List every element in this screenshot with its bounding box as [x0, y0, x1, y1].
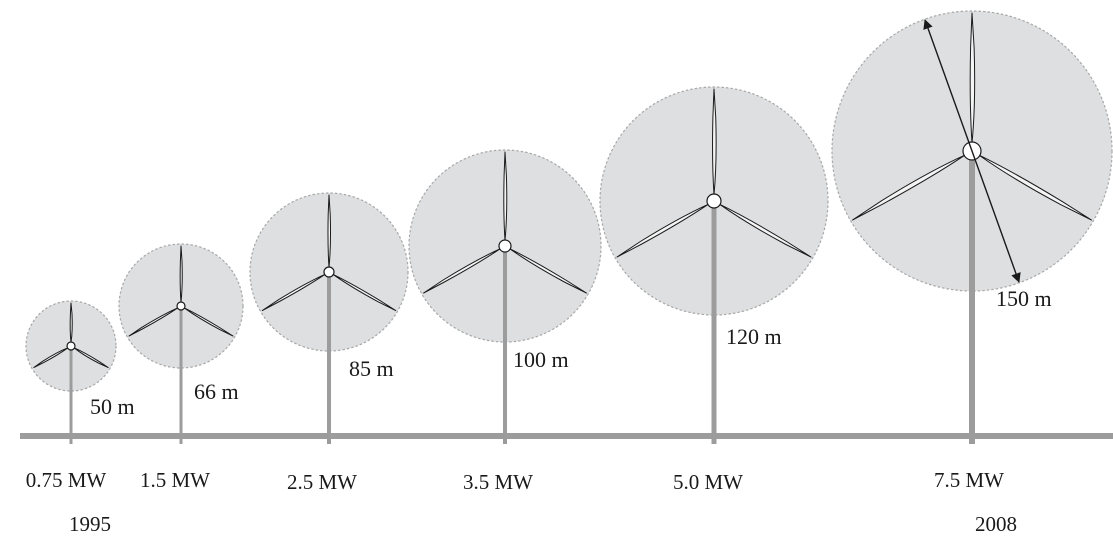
tower-5 [969, 151, 975, 444]
power-label-1: 1.5 MW [140, 468, 210, 492]
ground-line [20, 433, 1113, 439]
blade-3-1 [423, 248, 501, 294]
power-label-2: 2.5 MW [287, 470, 357, 494]
year-end-label: 2008 [975, 512, 1017, 536]
blade-0-0 [69, 302, 73, 343]
blade-3-0 [503, 151, 508, 242]
blade-2-1 [261, 273, 326, 311]
diameter-label-2: 85 m [349, 356, 394, 381]
power-label-5: 7.5 MW [934, 468, 1004, 492]
diameter-label-3: 100 m [513, 347, 569, 372]
blade-4-0 [712, 88, 717, 196]
year-start-label: 1995 [69, 512, 111, 536]
turbine-3 [408, 149, 602, 444]
tower-3 [503, 246, 507, 444]
diameter-arrow [923, 19, 1021, 283]
hub-1 [176, 301, 186, 311]
blade-2-0 [327, 194, 331, 268]
tower-1 [179, 306, 183, 444]
power-label-0: 0.75 MW [26, 468, 107, 492]
blade-1-1 [128, 307, 179, 337]
power-label-4: 5.0 MW [673, 470, 743, 494]
blade-0-1 [33, 347, 69, 368]
diameter-label-5: 150 m [996, 286, 1052, 311]
diameter-label-1: 66 m [194, 379, 239, 404]
hub-4 [706, 193, 722, 209]
blade-0-2 [73, 347, 109, 368]
turbine-2 [249, 192, 409, 444]
tower-2 [327, 272, 331, 444]
turbine-5 [831, 10, 1113, 444]
blade-4-2 [719, 203, 812, 258]
hub-0 [66, 341, 76, 351]
tower-4 [711, 201, 717, 444]
hub-3 [498, 239, 512, 253]
blade-1-2 [183, 307, 234, 337]
diameter-label-0: 50 m [90, 394, 135, 419]
tower-0 [69, 346, 73, 444]
blade-4-1 [616, 203, 709, 258]
turbine-0 [25, 300, 117, 444]
blade-1-0 [179, 245, 183, 303]
blade-2-2 [332, 273, 397, 311]
power-label-3: 3.5 MW [463, 470, 533, 494]
diameter-label-4: 120 m [726, 324, 782, 349]
turbine-1 [118, 243, 244, 444]
blade-3-2 [509, 248, 587, 294]
hub-2 [323, 266, 335, 278]
turbine-4 [599, 86, 829, 444]
